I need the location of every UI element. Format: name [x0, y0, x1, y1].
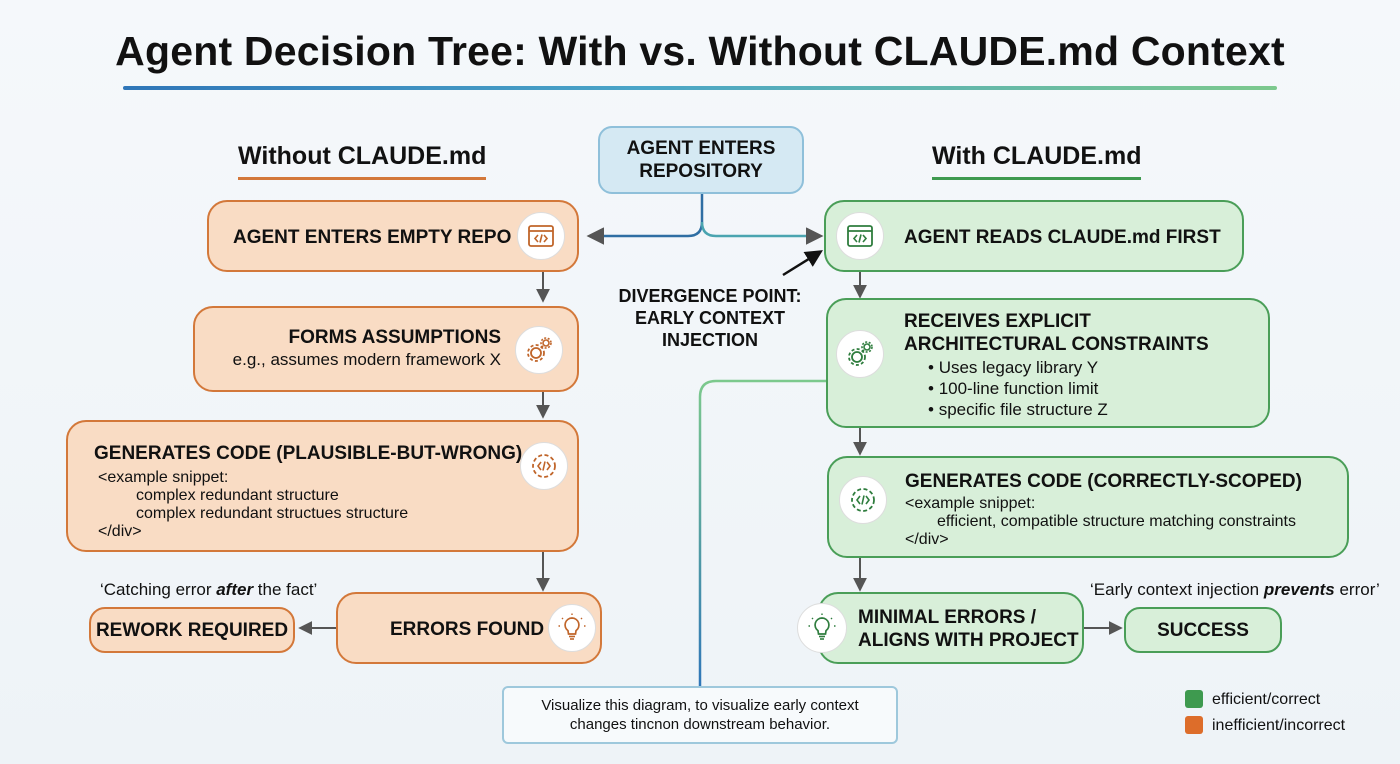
node-rework-required: REWORK REQUIRED: [89, 607, 295, 653]
node-success-label: SUCCESS: [1157, 619, 1249, 641]
title-underline: [123, 86, 1277, 90]
node-success: SUCCESS: [1124, 607, 1282, 653]
node-generates-code-correct-title: GENERATES CODE (CORRECTLY-SCOPED): [905, 471, 1302, 492]
gears-icon: [515, 326, 563, 374]
node-forms-assumptions-title: FORMS ASSUMPTIONS: [288, 327, 501, 348]
node-receives-constraints-title: RECEIVES EXPLICIT ARCHITECTURAL CONSTRAI…: [904, 311, 1209, 355]
divergence-label: DIVERGENCE POINT: EARLY CONTEXT INJECTIO…: [618, 286, 802, 350]
wrong-snippet-line-2: complex redundant structure: [136, 487, 339, 504]
node-reads-claude-md-label: AGENT READS CLAUDE.md FIRST: [904, 227, 1221, 248]
lightbulb-icon: [548, 604, 596, 652]
legend-swatch-green: [1185, 690, 1203, 708]
caption-connector: [698, 379, 826, 686]
constraint-item: • Uses legacy library Y: [928, 358, 1099, 377]
node-generates-code-wrong: GENERATES CODE (PLAUSIBLE-BUT-WRONG) <ex…: [66, 420, 579, 552]
right-note: ‘Early context injection prevents error’: [1090, 580, 1380, 599]
legend-swatch-orange: [1185, 716, 1203, 734]
left-heading-underline: [238, 177, 487, 180]
page-title: Agent Decision Tree: With vs. Without CL…: [115, 28, 1285, 74]
code-gear-icon: [520, 442, 568, 490]
node-generates-code-wrong-title: GENERATES CODE (PLAUSIBLE-BUT-WRONG): [94, 443, 523, 464]
node-minimal-errors: MINIMAL ERRORS / ALIGNS WITH PROJECT: [818, 592, 1084, 664]
left-note: ‘Catching error after the fact’: [100, 580, 318, 599]
wrong-snippet-line-3: complex redundant structues structure: [136, 505, 409, 522]
node-rework-required-label: REWORK REQUIRED: [95, 619, 289, 641]
node-minimal-errors-label: MINIMAL ERRORS / ALIGNS WITH PROJECT: [858, 607, 1079, 651]
correct-snippet-line-3: </div>: [905, 531, 949, 548]
correct-snippet-line-2: efficient, compatible structure matching…: [937, 513, 1296, 530]
left-column-heading: Without CLAUDE.md: [238, 142, 487, 180]
right-heading-underline: [932, 177, 1142, 180]
node-receives-constraints: RECEIVES EXPLICIT ARCHITECTURAL CONSTRAI…: [826, 298, 1270, 428]
caption-text: Visualize this diagram, to visualize ear…: [541, 697, 859, 733]
node-forms-assumptions-example: e.g., assumes modern framework X: [232, 350, 501, 369]
divergence-pointer: [782, 250, 823, 277]
node-forms-assumptions: FORMS ASSUMPTIONS e.g., assumes modern f…: [193, 306, 579, 392]
code-window-icon: [836, 212, 884, 260]
wrong-snippet-line-4: </div>: [98, 523, 142, 540]
wrong-snippet-line-1: <example snippet:: [98, 469, 229, 486]
legend-label-orange: inefficient/incorrect: [1212, 717, 1346, 734]
caption-box: Visualize this diagram, to visualize ear…: [502, 686, 898, 744]
correct-snippet-line-1: <example snippet:: [905, 495, 1036, 512]
code-window-icon: [517, 212, 565, 260]
node-enter-empty-repo: AGENT ENTERS EMPTY REPO: [207, 200, 579, 272]
split-line-right: [700, 221, 824, 245]
node-errors-found: ERRORS FOUND: [336, 592, 602, 664]
gears-icon: [836, 330, 884, 378]
right-column-heading: With CLAUDE.md: [932, 142, 1142, 180]
code-gear-icon: [839, 476, 887, 524]
split-line-left: [586, 194, 704, 245]
node-errors-found-label: ERRORS FOUND: [390, 619, 545, 640]
node-enter-empty-repo-label: AGENT ENTERS EMPTY REPO: [233, 227, 512, 248]
constraint-item: • specific file structure Z: [928, 400, 1108, 419]
lightbulb-icon: [797, 603, 847, 653]
start-node-label: AGENT ENTERS REPOSITORY: [626, 138, 776, 182]
start-node: AGENT ENTERS REPOSITORY: [598, 126, 804, 194]
constraint-item: • 100-line function limit: [928, 379, 1099, 398]
legend-label-green: efficient/correct: [1212, 691, 1321, 708]
node-reads-claude-md: AGENT READS CLAUDE.md FIRST: [824, 200, 1244, 272]
node-generates-code-correct: GENERATES CODE (CORRECTLY-SCOPED) <examp…: [827, 456, 1349, 558]
